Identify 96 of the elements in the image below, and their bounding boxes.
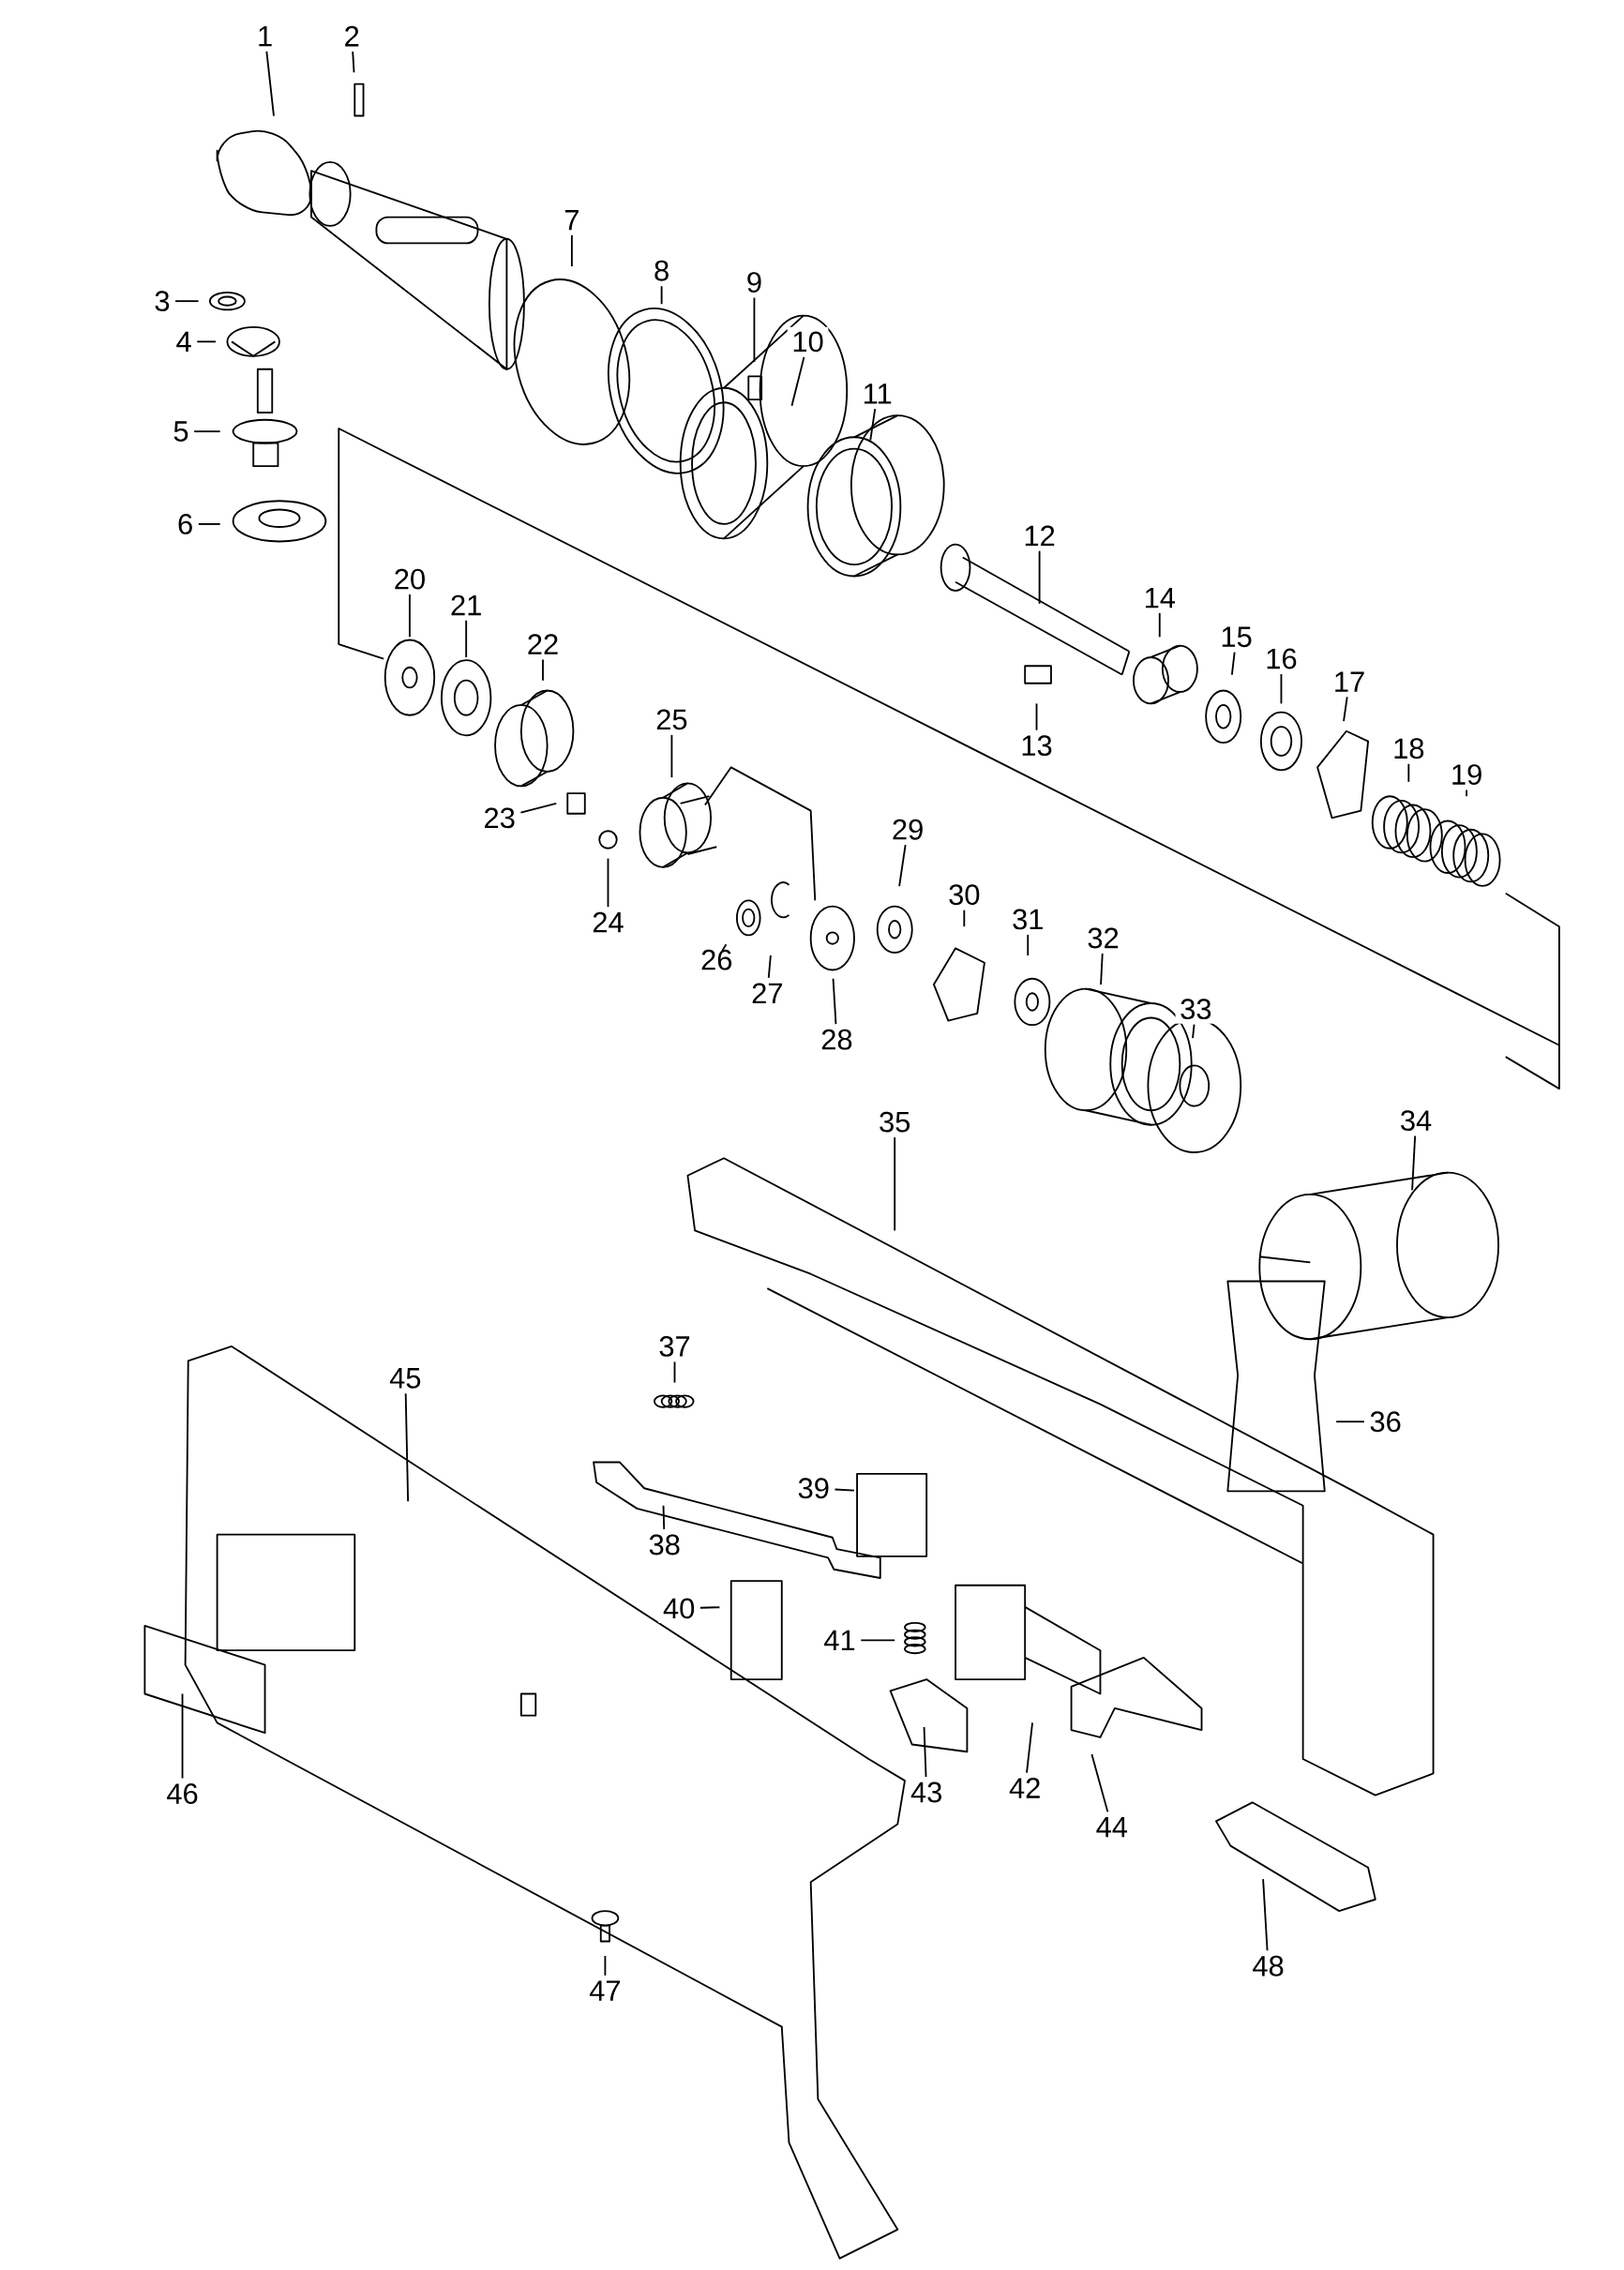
leader-line — [607, 857, 609, 909]
leader-line — [923, 1726, 927, 1778]
callout-number: 8 — [649, 256, 674, 286]
leader-line — [465, 619, 467, 658]
callout-number: 33 — [1175, 994, 1216, 1024]
leader-line — [832, 977, 837, 1026]
callout-number: 42 — [1004, 1773, 1045, 1803]
leader-line — [1027, 934, 1029, 956]
leader-line — [721, 943, 728, 953]
leader-line — [541, 658, 544, 682]
callout-number: 24 — [587, 908, 629, 937]
callout-number: 45 — [384, 1363, 426, 1393]
callout-number: 39 — [792, 1473, 835, 1503]
leader-line — [1100, 953, 1104, 985]
callout-number: 35 — [874, 1107, 915, 1137]
leader-line — [1038, 549, 1041, 605]
leader-line — [181, 1692, 184, 1780]
callout-number: 23 — [478, 803, 520, 833]
callout-number: 5 — [168, 416, 194, 446]
leader-line — [193, 430, 221, 433]
callout-number: 6 — [173, 509, 198, 539]
leader-line — [404, 1392, 409, 1503]
leader-line — [1230, 651, 1236, 676]
leader-line — [660, 285, 663, 306]
callout-number: 36 — [1364, 1406, 1406, 1436]
leader-line — [196, 340, 217, 343]
leader-line — [265, 50, 275, 117]
leader-line — [1025, 1721, 1033, 1774]
callout-number: 29 — [887, 815, 928, 845]
leader-line — [869, 408, 876, 442]
leader-line — [834, 1488, 855, 1492]
leader-line — [1280, 673, 1283, 705]
callout-number: 20 — [389, 564, 430, 594]
callout-number: 30 — [943, 879, 985, 910]
leader-line — [570, 233, 573, 268]
leader-line — [963, 909, 966, 928]
callout-number: 34 — [1395, 1105, 1436, 1135]
callout-number: 25 — [651, 704, 693, 734]
leader-line — [1035, 702, 1038, 731]
callout-number: 12 — [1018, 520, 1060, 550]
leader-line — [1191, 1023, 1195, 1040]
callout-number: 32 — [1082, 923, 1124, 954]
callout-number: 41 — [819, 1626, 861, 1655]
leader-line — [699, 1606, 721, 1609]
callout-number: 13 — [1015, 730, 1058, 760]
callout-number: 3 — [149, 286, 174, 316]
leader-line — [1466, 789, 1467, 798]
leader-line — [767, 955, 772, 979]
leader-line — [790, 355, 805, 407]
leader-line — [604, 1955, 607, 1977]
leader-line — [408, 594, 411, 639]
callout-number: 17 — [1329, 668, 1370, 697]
callout-number: 9 — [742, 267, 767, 297]
callout-number: 31 — [1007, 904, 1048, 934]
leader-line — [860, 1639, 895, 1642]
callout-number: 21 — [445, 591, 487, 620]
callout-number: 11 — [857, 379, 897, 409]
callout-number: 28 — [816, 1025, 858, 1055]
callout-number: 1 — [252, 22, 278, 51]
callout-number: 44 — [1090, 1812, 1133, 1842]
callout-number: 38 — [643, 1529, 685, 1560]
callout-number: 40 — [658, 1593, 699, 1623]
leader-line — [1411, 1135, 1416, 1192]
callout-number: 47 — [584, 1976, 626, 2006]
leader-line — [174, 300, 200, 303]
callout-number: 48 — [1247, 1951, 1289, 1981]
callout-number: 15 — [1215, 622, 1257, 652]
leader-line — [1090, 1753, 1109, 1813]
callout-number: 27 — [746, 978, 788, 1008]
callout-number: 7 — [559, 205, 584, 234]
callout-number: 22 — [522, 629, 564, 659]
callout-number: 43 — [906, 1777, 947, 1808]
callout-number: 4 — [171, 327, 197, 356]
callout-number: 16 — [1260, 643, 1302, 674]
callout-number: 37 — [654, 1331, 696, 1361]
callout-number: 46 — [161, 1779, 203, 1809]
leader-line — [352, 51, 355, 74]
callout-number: 14 — [1138, 583, 1180, 612]
callout-number: 26 — [696, 945, 737, 975]
callout-number: 19 — [1446, 759, 1487, 789]
callout-number: 18 — [1388, 733, 1429, 763]
leader-line — [197, 523, 221, 525]
leader-line — [898, 844, 907, 887]
callout-number: 10 — [787, 326, 829, 356]
leader-line — [1262, 1878, 1269, 1952]
leader-line — [1342, 696, 1348, 722]
leader-line — [1407, 762, 1410, 783]
leader-line — [519, 803, 558, 814]
leader-line — [753, 296, 756, 363]
callout-number: 2 — [338, 22, 365, 51]
leader-line — [1158, 611, 1161, 639]
leader-line — [673, 1360, 676, 1384]
leader-line — [1335, 1421, 1365, 1423]
leader-line — [662, 1504, 665, 1530]
leader-line — [670, 733, 673, 779]
leader-line — [894, 1136, 895, 1232]
